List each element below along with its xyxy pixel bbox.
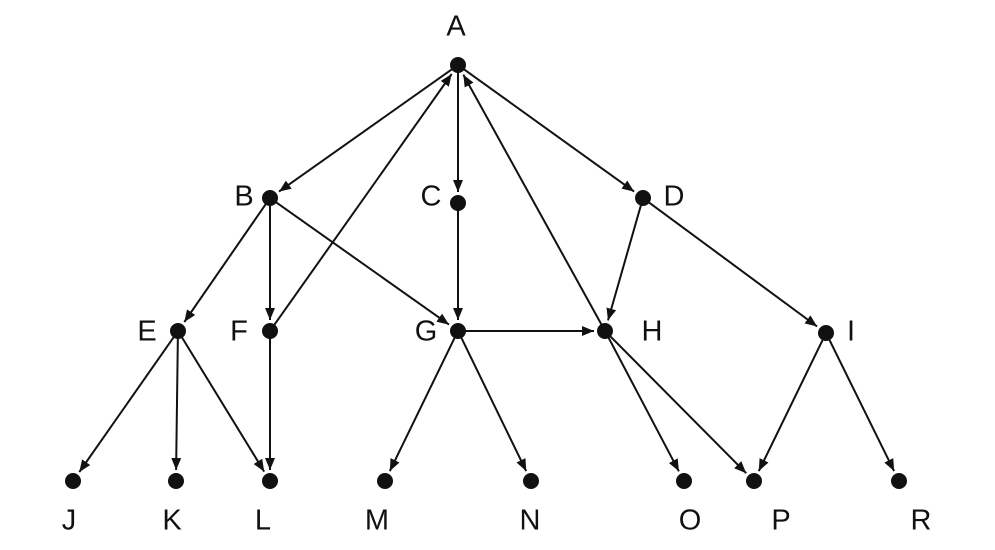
node-m — [377, 473, 393, 489]
node-label-r: R — [911, 505, 932, 537]
edge-h-to-o — [606, 334, 680, 472]
node-label-i: I — [847, 316, 855, 348]
edge-e-to-j — [78, 333, 177, 473]
edge-h-to-a — [462, 74, 604, 328]
nodes-layer — [65, 57, 907, 489]
edge-i-to-r — [826, 336, 895, 472]
edge-g-to-m — [388, 334, 458, 472]
node-label-g: G — [415, 316, 438, 348]
node-label-c: C — [421, 181, 442, 213]
node-label-e: E — [137, 316, 156, 348]
node-p — [746, 473, 762, 489]
node-label-f: F — [230, 316, 248, 348]
node-label-h: H — [642, 316, 663, 348]
node-label-d: D — [664, 181, 685, 213]
edge-a-to-b — [278, 66, 456, 193]
node-label-m: M — [365, 505, 389, 537]
node-o — [676, 473, 692, 489]
labels-layer: A B C D E F G H I J K L M N O P R — [62, 11, 932, 537]
edges-layer — [78, 66, 895, 474]
node-label-k: K — [162, 505, 182, 537]
node-label-a: A — [446, 11, 466, 43]
edge-i-to-p — [757, 336, 826, 472]
node-h — [597, 323, 613, 339]
node-label-j: J — [62, 505, 77, 537]
edge-a-to-d — [460, 66, 635, 193]
edge-b-to-e — [183, 200, 269, 323]
node-c — [450, 195, 466, 211]
node-i — [818, 325, 834, 341]
node-j — [65, 473, 81, 489]
node-l — [262, 473, 278, 489]
node-label-p: P — [771, 505, 790, 537]
edge-b-to-g — [272, 199, 450, 326]
edge-d-to-h — [606, 201, 643, 321]
node-g — [450, 323, 466, 339]
edge-e-to-l — [179, 333, 266, 473]
node-label-b: B — [234, 181, 253, 213]
node-d — [635, 190, 651, 206]
edge-h-to-p — [607, 333, 747, 474]
node-r — [891, 473, 907, 489]
edge-g-to-n — [458, 334, 528, 472]
node-label-o: O — [679, 505, 702, 537]
edge-d-to-i — [645, 199, 818, 328]
node-b — [262, 190, 278, 206]
node-f — [262, 323, 278, 339]
node-label-n: N — [520, 505, 541, 537]
node-label-l: L — [255, 505, 271, 537]
node-n — [523, 473, 539, 489]
edge-f-to-a — [271, 73, 453, 329]
node-e — [170, 323, 186, 339]
edge-e-to-k — [171, 334, 182, 471]
node-k — [168, 473, 184, 489]
node-a — [450, 57, 466, 73]
